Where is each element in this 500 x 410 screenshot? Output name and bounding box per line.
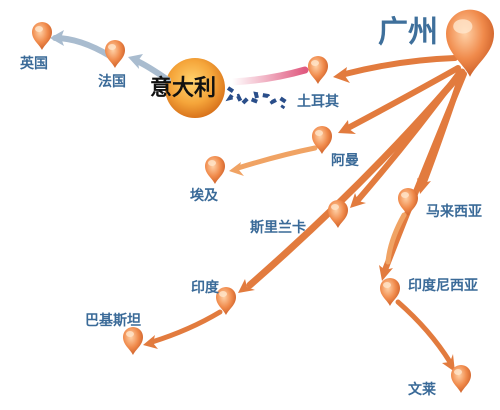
label-malaysia: 马来西亚 — [426, 204, 482, 220]
arrow-guangzhou-to-turkey — [333, 55, 458, 83]
arrow-turkey-to-italy — [228, 66, 309, 86]
pin-icon-brunei — [451, 365, 471, 393]
italy-sun-marker — [165, 58, 225, 118]
pin-icon-france — [105, 40, 125, 68]
arrow-malaysia-to-indonesia — [385, 212, 407, 265]
pin-icon-turkey — [308, 56, 328, 84]
label-italy: 意大利 — [150, 75, 216, 101]
arrow-guangzhou-to-india — [238, 68, 466, 293]
pin-icon-egypt — [205, 156, 225, 184]
arrow-italy-to-france — [128, 54, 171, 83]
label-pakistan: 巴基斯坦 — [85, 312, 141, 329]
arrow-guangzhou-to-oman — [338, 65, 461, 134]
arrow-indonesia-to-brunei — [395, 299, 455, 372]
pin-icon-pakistan — [123, 327, 143, 355]
label-indonesia: 印度尼西亚 — [408, 277, 478, 294]
label-oman: 阿曼 — [331, 153, 359, 169]
label-france: 法国 — [98, 73, 126, 90]
arrow-india-to-pakistan — [143, 309, 223, 349]
arrow-france-to-uk — [50, 30, 113, 59]
arrow-oman-to-egypt — [229, 145, 318, 176]
label-brunei: 文莱 — [408, 381, 436, 398]
label-uk: 英国 — [19, 55, 48, 72]
label-turkey: 土耳其 — [297, 93, 339, 110]
italy-coast-decoration — [225, 86, 289, 110]
label-guangzhou: 广州 — [378, 15, 438, 50]
pin-icon-srilanka — [328, 200, 348, 228]
pin-icon-uk — [32, 22, 52, 50]
pin-icon-malaysia — [398, 188, 418, 216]
label-egypt: 埃及 — [190, 187, 219, 204]
pin-icon-guangzhou — [446, 9, 494, 77]
label-srilanka: 斯里兰卡 — [250, 219, 306, 236]
arrow-guangzhou-to-indonesia — [379, 71, 467, 281]
label-india: 印度 — [191, 279, 220, 296]
